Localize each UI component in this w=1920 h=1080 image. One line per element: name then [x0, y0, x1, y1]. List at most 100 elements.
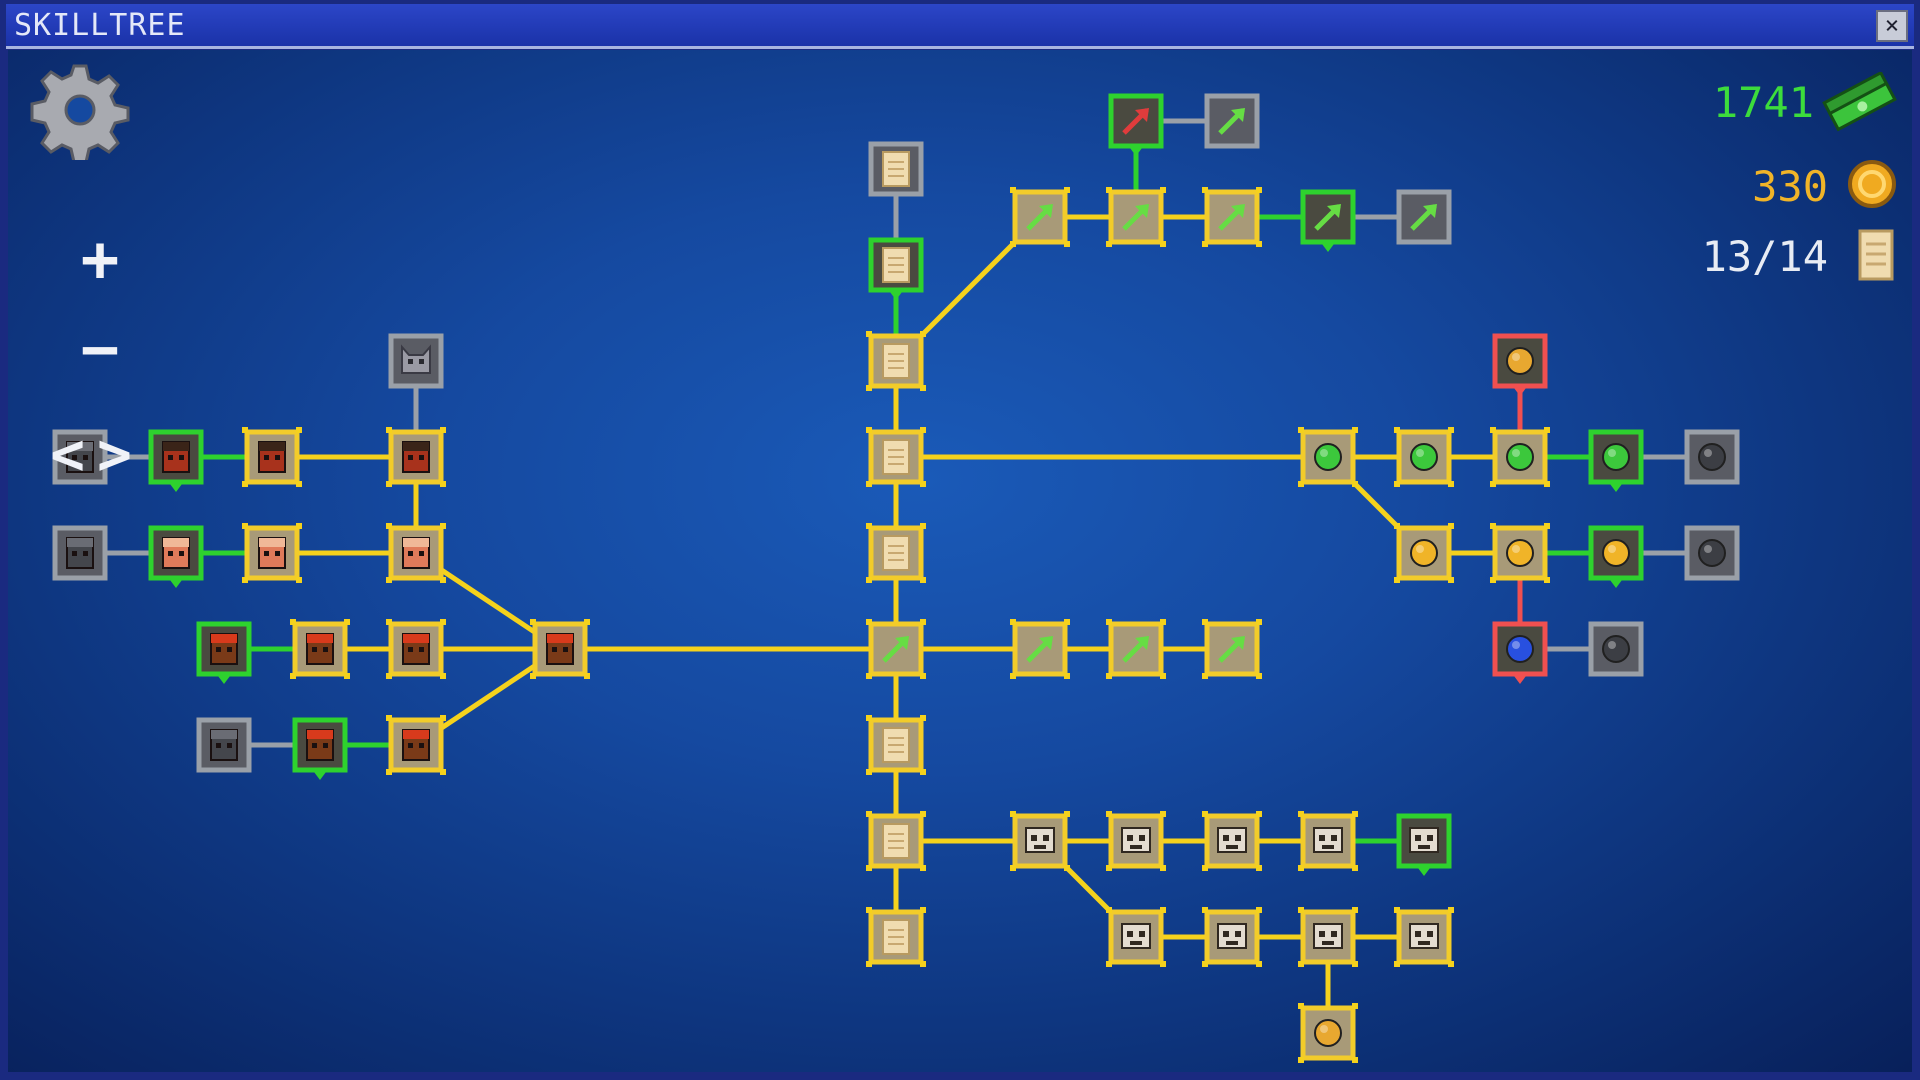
skill-node-a0[interactable]	[866, 619, 926, 679]
skill-node-h10[interactable]	[148, 525, 204, 588]
skill-node-ua6[interactable]	[1108, 93, 1164, 156]
scroll-icon	[882, 439, 910, 475]
skill-node-b1[interactable]	[1492, 621, 1548, 684]
center-view-button[interactable]: <>	[50, 420, 144, 488]
red-arrow-icon	[1122, 108, 1149, 135]
skill-node-g1[interactable]	[1298, 427, 1358, 487]
red-head-icon	[546, 633, 574, 665]
arrow-icon	[1314, 204, 1341, 231]
skill-node-s6[interactable]	[866, 715, 926, 775]
skill-tree-board[interactable]: + − <> 1741 330	[8, 50, 1912, 1072]
scroll-icon	[1858, 229, 1894, 281]
skill-node-h8[interactable]	[386, 523, 446, 583]
skill-node-ma1[interactable]	[1010, 619, 1070, 679]
skill-node-k3[interactable]	[1202, 811, 1262, 871]
coin-icon	[1848, 160, 1896, 208]
skill-node-ma2[interactable]	[1106, 619, 1166, 679]
skill-node-g5[interactable]	[1684, 429, 1740, 485]
skill-node-h6[interactable]	[292, 717, 348, 780]
skull-icon	[1313, 827, 1343, 853]
skill-node-k2[interactable]	[1106, 811, 1166, 871]
window-title: SKILLTREE	[14, 8, 186, 43]
gray-head-icon	[66, 537, 94, 569]
red-head-icon	[402, 633, 430, 665]
pale-head-icon	[402, 537, 430, 569]
gray-orb-icon	[1698, 539, 1726, 567]
blue-orb-icon	[1506, 635, 1534, 663]
green-orb-icon	[1506, 443, 1534, 471]
zoom-in-button[interactable]: +	[80, 223, 120, 297]
red-head-icon	[306, 633, 334, 665]
pale-head-icon	[162, 537, 190, 569]
skill-node-s4[interactable]	[866, 427, 926, 487]
skill-node-h12[interactable]	[386, 427, 446, 487]
arrow-icon	[1410, 204, 1437, 231]
dark-head-icon	[402, 441, 430, 473]
close-button[interactable]: ×	[1876, 10, 1908, 42]
skill-node-h2[interactable]	[386, 619, 446, 679]
skill-node-ua1[interactable]	[1010, 187, 1070, 247]
skill-node-k9[interactable]	[1394, 907, 1454, 967]
skull-icon	[1121, 827, 1151, 853]
skill-node-ma3[interactable]	[1202, 619, 1262, 679]
skill-node-s1[interactable]	[868, 141, 924, 197]
scroll-icon	[882, 151, 910, 187]
skill-node-s2[interactable]	[868, 237, 924, 300]
skill-node-h1[interactable]	[530, 619, 590, 679]
skill-node-ua5[interactable]	[1396, 189, 1452, 245]
gear-icon	[30, 64, 130, 164]
skill-node-h16[interactable]	[388, 333, 444, 389]
gray-orb-icon	[1698, 443, 1726, 471]
skill-node-y3[interactable]	[1588, 525, 1644, 588]
skill-node-gc1[interactable]	[1492, 333, 1548, 396]
skill-node-k7[interactable]	[1202, 907, 1262, 967]
arrow-icon	[1122, 204, 1149, 231]
skill-node-g4[interactable]	[1588, 429, 1644, 492]
skill-node-ua3[interactable]	[1202, 187, 1262, 247]
skill-node-g3[interactable]	[1490, 427, 1550, 487]
zoom-out-button[interactable]: −	[80, 313, 120, 387]
skill-node-k5[interactable]	[1396, 813, 1452, 876]
skull-icon	[1217, 827, 1247, 853]
skill-node-k6[interactable]	[1106, 907, 1166, 967]
skill-node-b2[interactable]	[1588, 621, 1644, 677]
skill-node-s5[interactable]	[866, 523, 926, 583]
cat-icon	[401, 344, 431, 374]
skill-node-g2[interactable]	[1394, 427, 1454, 487]
skill-node-h11[interactable]	[52, 525, 108, 581]
scroll-icon	[882, 727, 910, 763]
skull-icon	[1409, 827, 1439, 853]
skill-node-s8[interactable]	[866, 907, 926, 967]
skill-node-h9[interactable]	[242, 523, 302, 583]
skill-node-h15[interactable]	[52, 429, 108, 485]
skill-node-y4[interactable]	[1684, 525, 1740, 581]
skill-node-k4[interactable]	[1298, 811, 1358, 871]
skill-node-s3[interactable]	[866, 331, 926, 391]
skill-node-k8[interactable]	[1298, 907, 1358, 967]
skill-node-gc2[interactable]	[1298, 1003, 1358, 1063]
scroll-icon	[882, 535, 910, 571]
arrow-icon	[1026, 636, 1053, 663]
skill-node-y2[interactable]	[1490, 523, 1550, 583]
arrow-icon	[1218, 108, 1245, 135]
skill-node-k1[interactable]	[1010, 811, 1070, 871]
skill-node-y1[interactable]	[1394, 523, 1454, 583]
skill-node-h7[interactable]	[196, 717, 252, 773]
title-bar[interactable]: SKILLTREE ×	[6, 4, 1914, 49]
scroll-icon	[882, 919, 910, 955]
skill-node-ua4[interactable]	[1300, 189, 1356, 252]
skill-node-ua7[interactable]	[1204, 93, 1260, 149]
skill-node-s7[interactable]	[866, 811, 926, 871]
skill-node-h3[interactable]	[290, 619, 350, 679]
dark-head-icon	[162, 441, 190, 473]
arrow-icon	[1122, 636, 1149, 663]
skill-node-ua2[interactable]	[1106, 187, 1166, 247]
skill-node-h4[interactable]	[196, 621, 252, 684]
skill-node-h5[interactable]	[386, 715, 446, 775]
skill-node-h14[interactable]	[148, 429, 204, 492]
settings-button[interactable]	[30, 60, 130, 164]
skill-tree-graph[interactable]	[8, 50, 1912, 1072]
skill-node-h13[interactable]	[242, 427, 302, 487]
gold-coin-icon	[1314, 1019, 1342, 1047]
